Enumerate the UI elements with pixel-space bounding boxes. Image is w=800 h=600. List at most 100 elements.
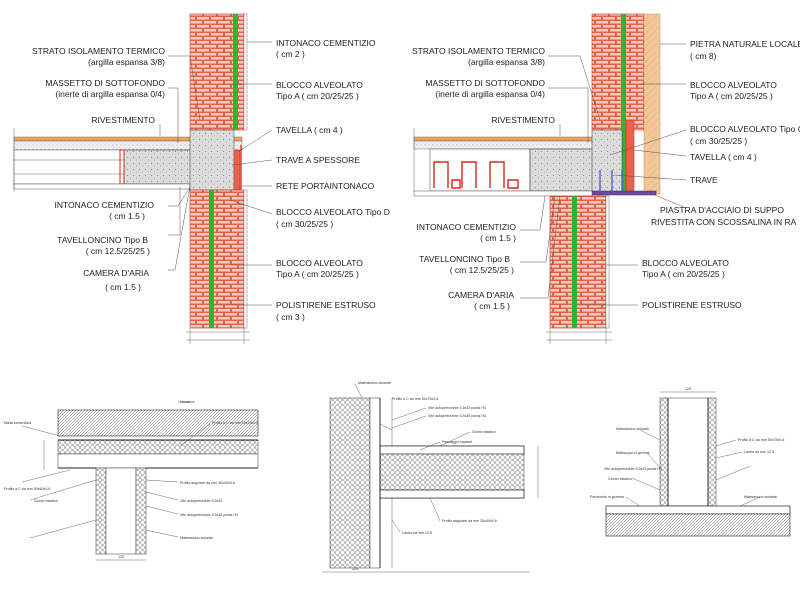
c-label-floor: Pavimento in gomma xyxy=(590,495,624,499)
c-label-screw: Vite autoperforante 3.5x25 punta H3 xyxy=(604,467,662,471)
b-slab-bottom xyxy=(379,489,525,499)
right-screed xyxy=(413,140,603,150)
left-label-cladding: RIVESTIMENTO xyxy=(91,115,155,125)
a-label-profile-c-75: Profilo a C da mm 50x75x0.6 xyxy=(212,421,258,425)
left-label-polystyrene-sub: ( cm 3 ) xyxy=(276,312,305,322)
right-label-block-a-lower: BLOCCO ALVEOLATO xyxy=(642,258,729,268)
left-block-type-d xyxy=(189,129,235,191)
left-label-block-d-sub: ( cm 30/25/25 ) xyxy=(276,219,333,229)
right-leader-lines xyxy=(520,43,687,306)
left-label-block-d: BLOCCO ALVEOLATO Tipo D xyxy=(276,207,390,217)
right-label-screed-sub: (inerte di argilla espansa 0/4) xyxy=(435,89,545,99)
right-label-polystyrene: POLISTIRENE ESTRUSO xyxy=(642,300,742,310)
a-label-mortar: Malta cementizia xyxy=(4,421,31,425)
c-dim-width: 125 xyxy=(685,387,691,391)
right-label-block-c: BLOCCO ALVEOLATO Tipo C xyxy=(690,124,800,134)
right-lower-plaster xyxy=(605,195,610,329)
right-steel-plate xyxy=(591,190,657,196)
left-label-ext-plaster: INTONACO CEMENTIZIO xyxy=(276,38,376,48)
a-label-screw-25: Vite autoperforante 3.5x25 xyxy=(180,499,222,503)
c-label-joint: Giunto elastico xyxy=(608,477,632,481)
c-label-mat-right: Materassino isolante xyxy=(744,495,777,499)
left-label-screed-title: MASSETTO DI SOTTOFONDO xyxy=(45,78,165,88)
left-tavella xyxy=(233,149,241,191)
right-label-stone: PIETRA NATURALE LOCALE xyxy=(690,39,800,49)
right-label-tavelloncino: TAVELLONCINO Tipo B xyxy=(419,254,510,264)
a-ceiling-slab xyxy=(57,409,259,437)
b-label-joint: Giunto elastico xyxy=(472,430,496,434)
right-label-plate: PIASTRA D'ACCIAIO DI SUPPO xyxy=(660,205,784,215)
c-leader-lines xyxy=(625,429,761,507)
small-detail-a: 125 Muratura Malta cementizia Profilo a … xyxy=(4,400,259,561)
a-label-angle-profile: Profilo angolare da mm 30x40x0.6 xyxy=(180,481,235,485)
left-leader-lines xyxy=(159,41,273,306)
left-label-block-a-lower: BLOCCO ALVEOLATO xyxy=(276,258,363,268)
c-label-mat: Materassino isolante xyxy=(616,427,649,431)
right-upper-wall-blocks xyxy=(591,13,645,131)
left-label-tavelloncino-sub: ( cm 12.5/25/25 ) xyxy=(86,246,150,256)
right-lower-insulation xyxy=(572,196,577,328)
a-leader-lines xyxy=(21,401,211,539)
left-upper-plaster xyxy=(243,13,248,131)
right-label-block-a: BLOCCO ALVEOLATO xyxy=(690,80,777,90)
a-dim-width: 125 xyxy=(118,555,124,559)
a-label-mat: Materassino isolante xyxy=(180,536,213,540)
right-floor-finish xyxy=(413,136,603,142)
c-label-profile-c: Profilo a C da mm 50x75x0.6 xyxy=(738,438,784,442)
right-label-tavelloncino-sub: ( cm 12.5/25/25 ) xyxy=(450,265,514,275)
a-partition-core xyxy=(105,467,137,555)
left-label-ext-plaster-sub: ( cm 2 ) xyxy=(276,49,305,59)
detail-left: STRATO ISOLAMENTO TERMICO (argilla espan… xyxy=(13,13,390,344)
right-label-insulation-title: STRATO ISOLAMENTO TERMICO xyxy=(412,46,545,56)
a-label-screw-35: Vite autoperforante 3.5x35 punta H3 xyxy=(180,513,238,517)
right-label-plate-sub: RIVESTITA CON SCOSSALINA IN RA xyxy=(651,217,797,227)
left-lower-wall-blocks xyxy=(189,189,245,329)
b-label-board: Lastra da mm 12.5 xyxy=(402,531,432,535)
c-label-board: Lastra da mm 12.5 xyxy=(744,450,774,454)
left-label-ceiling-plaster: INTONACO CEMENTIZIO xyxy=(55,200,155,210)
b-slab-top xyxy=(379,445,525,455)
left-ceiling-plaster xyxy=(13,183,191,190)
c-wall-right-lining xyxy=(707,397,717,507)
right-label-ceiling-plaster: INTONACO CEMENTIZIO xyxy=(417,222,517,232)
right-label-cladding: RIVESTIMENTO xyxy=(491,115,555,125)
c-floor-slab xyxy=(605,513,791,537)
a-partition-right xyxy=(135,467,147,555)
right-label-air-gap: CAMERA D'ARIA xyxy=(448,290,514,300)
right-slab xyxy=(429,148,531,192)
left-slab-blocks xyxy=(13,149,125,185)
left-label-air-gap-sub: ( cm 1.5 ) xyxy=(105,282,141,292)
a-label-masonry: Muratura xyxy=(180,400,194,404)
left-label-mesh: RETE PORTAINTONACO xyxy=(276,181,375,191)
c-wall-core xyxy=(667,397,709,507)
left-label-insulation-sub: (argilla espansa 3/8) xyxy=(88,57,165,67)
right-stone-cladding xyxy=(643,13,661,195)
right-block-type-c xyxy=(591,129,623,193)
b-label-services: Passaggio impianti xyxy=(442,440,472,444)
a-lining xyxy=(57,453,259,469)
b-wall-core xyxy=(369,397,381,569)
right-label-ceiling-plaster-sub: ( cm 1.5 ) xyxy=(480,233,516,243)
right-slab-red-joists xyxy=(433,161,519,189)
b-label-screw-35: Vite autoperforante 3.5x35 punta H3 xyxy=(428,414,486,418)
c-floor-finish xyxy=(605,505,791,515)
right-tavella xyxy=(625,119,635,193)
a-label-profile-c-50: Profilo a C da mm 50x50x0.6 xyxy=(4,487,50,491)
left-lower-plaster xyxy=(243,189,248,329)
a-insulation-band xyxy=(57,439,259,455)
left-label-block-a-lower-sub: Tipo A ( cm 20/25/25 ) xyxy=(276,269,359,279)
right-ceiling-plaster xyxy=(413,190,593,197)
left-label-air-gap: CAMERA D'ARIA xyxy=(83,268,149,278)
right-label-block-a-lower-sub: Tipo A ( cm 20/25/25 ) xyxy=(642,269,725,279)
b-leader-lines xyxy=(354,383,471,533)
left-label-ceiling-plaster-sub: ( cm 1.5 ) xyxy=(109,211,145,221)
right-label-stone-sub: ( cm 8) xyxy=(690,51,717,61)
left-label-polystyrene: POLISTIRENE ESTRUSO xyxy=(276,300,376,310)
b-dim-width: 125 xyxy=(352,567,358,571)
small-detail-c: 125 Materassino isolante Profilo a C da … xyxy=(590,387,791,537)
c-label-skirting: Battiscopa in gomma xyxy=(616,451,650,455)
right-label-insulation-sub: (argilla espansa 3/8) xyxy=(468,57,545,67)
a-label-joint: Giunto elastico xyxy=(34,499,58,503)
right-label-block-c-sub: ( cm 30/25/25 ) xyxy=(690,136,747,146)
b-label-profile-c: Profilo a C da mm 50x75x0.6 xyxy=(392,397,438,401)
